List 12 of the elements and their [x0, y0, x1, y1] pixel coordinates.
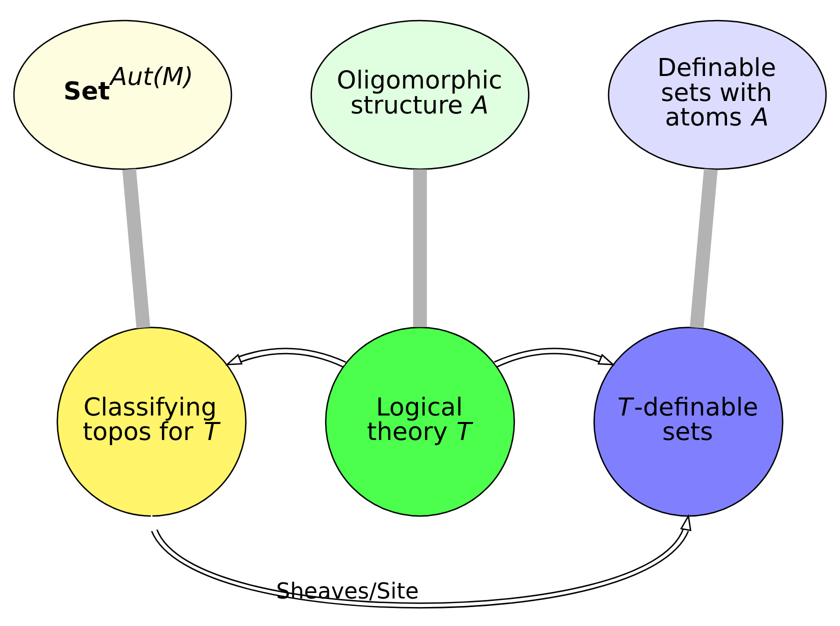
edge-label: Sheaves/Site: [276, 579, 419, 604]
node-ellipse: Definable sets with atoms A: [608, 20, 827, 170]
node-ellipse: Oligomorphic structure A: [310, 20, 530, 170]
connector: [413, 169, 427, 328]
node-circle: T-definable sets: [593, 326, 784, 517]
arrow: [494, 348, 615, 368]
node-circle: Classifying topos for T: [56, 326, 247, 517]
arrow: [225, 348, 346, 368]
node-circle: Logical theory T: [325, 326, 515, 517]
connector: [690, 168, 718, 328]
arrow: [148, 514, 692, 608]
connector: [122, 168, 150, 328]
